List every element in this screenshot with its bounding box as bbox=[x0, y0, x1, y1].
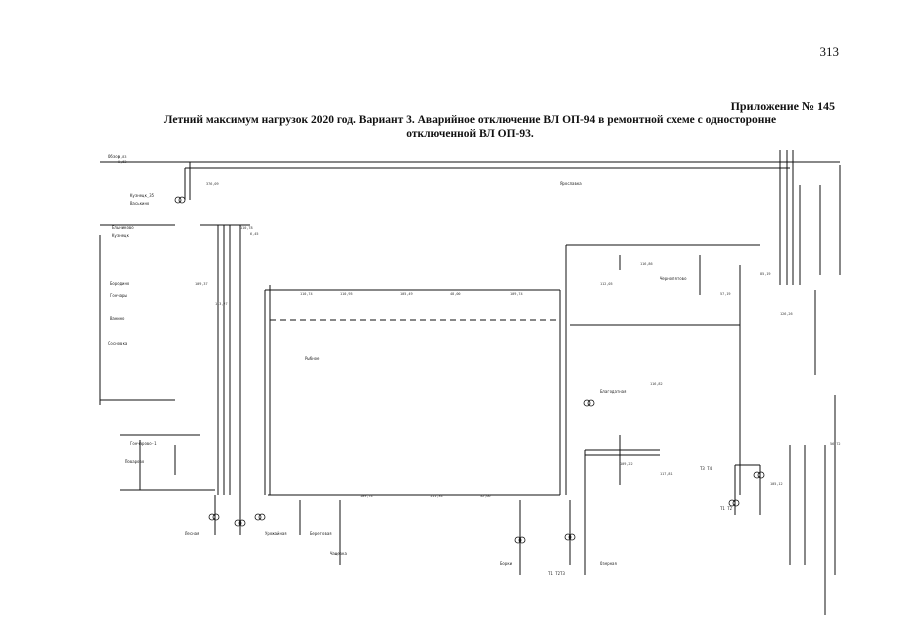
node-label-n10: Ярославка bbox=[560, 181, 582, 186]
node-label-n19: Чащевка bbox=[330, 551, 347, 556]
appendix-label: Приложение № 145 bbox=[730, 99, 835, 113]
value-label: 0,62 bbox=[118, 160, 126, 164]
node-label-n14: Поварово bbox=[125, 459, 145, 464]
node-label-n1: Обзор bbox=[108, 154, 121, 159]
node-label-n15: Рыбное bbox=[305, 356, 320, 361]
node-label-n3: Васькино bbox=[130, 201, 150, 206]
value-label: 105,49 bbox=[400, 292, 413, 296]
value-label: 117,81 bbox=[660, 472, 673, 476]
node-label-n17: Урожайная bbox=[265, 531, 287, 536]
value-label: 111,34 bbox=[430, 494, 443, 498]
diagram-canvas: ОбзорКузнецк_35ВаськиноЕльниковоКузнецкБ… bbox=[99, 150, 841, 615]
busbars bbox=[99, 150, 841, 615]
node-label-n23: Т3 Т4 bbox=[700, 466, 713, 471]
value-label: 57,19 bbox=[720, 292, 731, 296]
value-label: 116,86 bbox=[640, 262, 653, 266]
node-label-n6: Бородино bbox=[110, 281, 130, 286]
page-number: 313 bbox=[819, 44, 840, 59]
node-label-n16: Лесная bbox=[185, 531, 199, 536]
value-label: 6,45 bbox=[250, 232, 258, 236]
value-label: 110,78 bbox=[240, 226, 253, 230]
value-label: 48,00 bbox=[450, 292, 461, 296]
value-label: 109,74 bbox=[360, 494, 373, 498]
value-label: 116,82 bbox=[650, 382, 663, 386]
node-label-n13: Гончарово-1 bbox=[130, 441, 157, 446]
value-label: 56,72 bbox=[830, 442, 841, 446]
value-label: 5,83 bbox=[118, 155, 126, 159]
value-label: 126,26 bbox=[780, 312, 793, 316]
page-title: Летний максимум нагрузок 2020 год. Вариа… bbox=[120, 113, 820, 141]
value-label: 110,95 bbox=[340, 292, 353, 296]
node-label-n4: Ельниково bbox=[112, 225, 134, 230]
value-labels: 5,830,62 376,09 110,78 6,45 109,37 113,27 110,… bbox=[118, 155, 841, 498]
title-line-1: Летний максимум нагрузок 2020 год. Вариа… bbox=[163, 114, 777, 126]
value-label: 110,74 bbox=[300, 292, 313, 296]
value-label: 376,09 bbox=[206, 182, 219, 186]
value-label: 109,22 bbox=[620, 462, 633, 466]
node-label-n9: Сосновка bbox=[108, 341, 128, 346]
node-label-n11: Чернопятово bbox=[660, 276, 687, 281]
title-line-2: отключенной ВЛ ОП-93. bbox=[406, 128, 534, 140]
node-label-n7: Гончары bbox=[110, 293, 127, 298]
node-label-n5: Кузнецк bbox=[112, 233, 129, 238]
value-label: 32,66 bbox=[480, 494, 491, 498]
node-label-n22: Т1 Т2Т3 bbox=[548, 571, 565, 576]
node-label-n8: Ванино bbox=[110, 316, 125, 321]
value-label: 109,37 bbox=[195, 282, 208, 286]
value-label: 85,19 bbox=[760, 272, 771, 276]
transformers bbox=[174, 196, 765, 544]
value-label: 113,27 bbox=[215, 302, 228, 306]
node-label-n2: Кузнецк_35 bbox=[130, 193, 155, 198]
node-label-n24: Т1 Т2 bbox=[720, 506, 733, 511]
value-label: 105,12 bbox=[770, 482, 783, 486]
node-label-n12: Благодатная bbox=[600, 389, 627, 394]
value-label: 109,74 bbox=[510, 292, 523, 296]
node-label-n20: Озерная bbox=[600, 561, 617, 566]
value-label: 112,05 bbox=[600, 282, 613, 286]
node-label-n21: Борки bbox=[500, 561, 513, 566]
node-labels: ОбзорКузнецк_35ВаськиноЕльниковоКузнецкБ… bbox=[108, 154, 733, 576]
node-label-n18: Береговая bbox=[310, 531, 332, 536]
